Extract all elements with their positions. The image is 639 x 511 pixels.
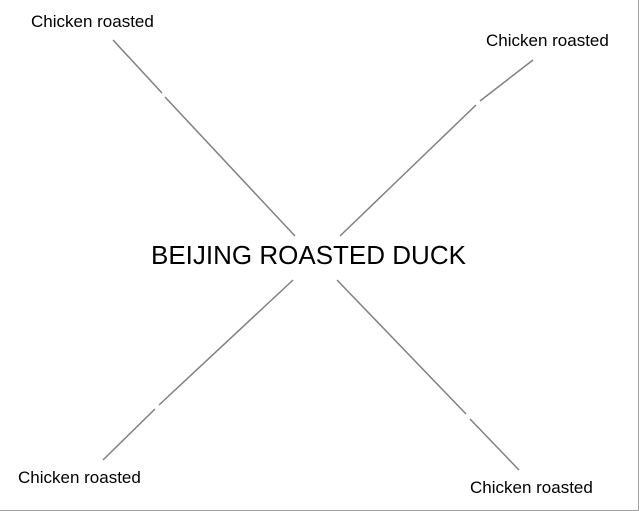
branch-topic-top-left[interactable]: Chicken roasted: [31, 12, 154, 31]
branch-topic-bottom-right[interactable]: Chicken roasted: [470, 478, 593, 497]
connector-bottom-right: [336, 279, 467, 415]
connector-top-left: [112, 39, 163, 94]
connector-bottom-right: [469, 418, 520, 471]
connector-bottom-left: [158, 279, 294, 406]
connector-top-right: [479, 59, 534, 102]
central-topic[interactable]: BEIJING ROASTED DUCK: [151, 240, 466, 270]
connector-top-left: [164, 96, 296, 237]
branch-topic-bottom-left[interactable]: Chicken roasted: [18, 468, 141, 487]
connector-bottom-left: [102, 408, 156, 461]
connector-top-right: [339, 104, 477, 237]
branch-topic-top-right[interactable]: Chicken roasted: [486, 31, 609, 50]
